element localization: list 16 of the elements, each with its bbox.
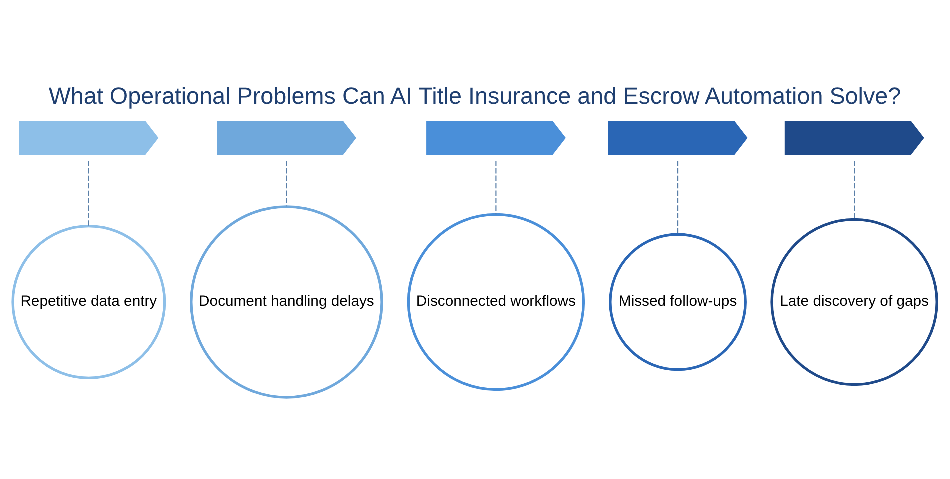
node-chevron xyxy=(608,121,748,156)
connector xyxy=(286,161,288,207)
node-chevron xyxy=(217,121,356,156)
connector xyxy=(496,161,497,215)
node-circle: Disconnected workflows xyxy=(407,213,586,392)
node-chevron xyxy=(426,121,566,156)
node-circle: Late discovery of gaps xyxy=(770,218,938,386)
node-chevron xyxy=(784,121,924,156)
connector xyxy=(678,161,679,234)
node-circle: Document handling delays xyxy=(190,206,384,399)
node-chevron xyxy=(19,121,159,156)
diagram-title: What Operational Problems Can AI Title Insurance and Escrow Automation Solve? xyxy=(48,83,902,110)
node-circle: Repetitive data entry xyxy=(12,225,166,380)
node-circle: Missed follow-ups xyxy=(609,233,747,372)
connector xyxy=(88,161,90,226)
connector xyxy=(854,161,856,220)
